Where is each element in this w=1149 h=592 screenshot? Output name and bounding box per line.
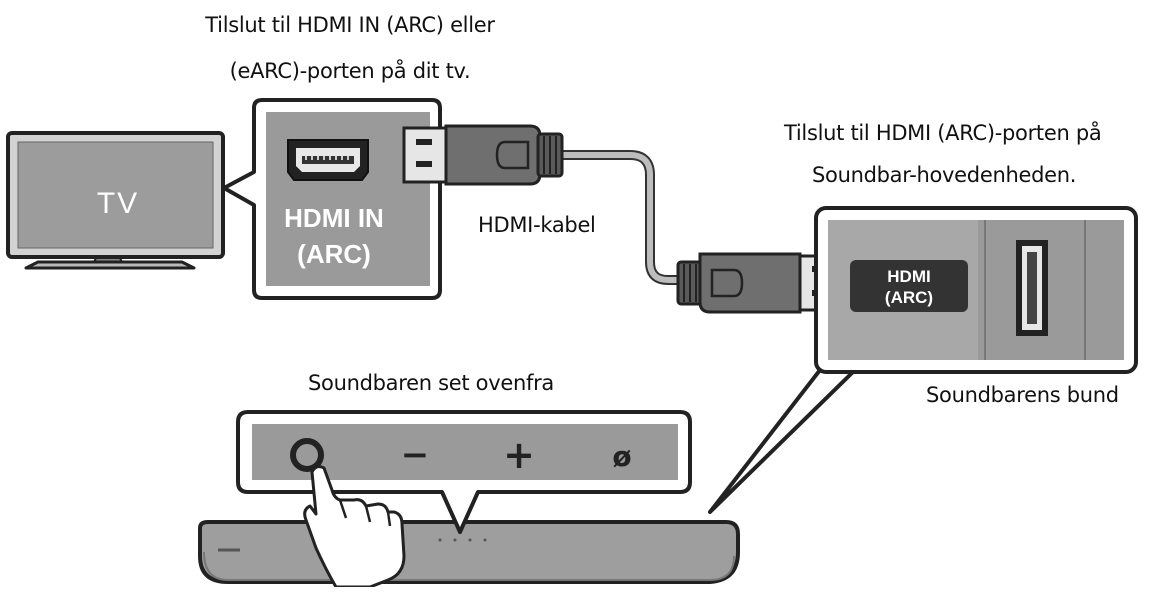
top-view-caption: Soundbaren set ovenfra [308,371,554,395]
soundbar-port-caption-line1: Tilslut til HDMI (ARC)-porten på [784,121,1102,145]
soundbar-bottom-callout: HDMI (ARC) [708,206,1138,514]
tv-icon: TV [6,131,225,270]
soundbar-port-caption-line2: Soundbar-hovedenheden. [812,163,1077,187]
mic-button[interactable]: ø [612,440,631,473]
tv-port-caption-line2: (eARC)-porten på dit tv. [229,59,471,83]
hdmi-port-icon [287,139,369,181]
volume-up-button[interactable]: + [503,433,535,477]
soundbar-port-label-line2: (ARC) [885,288,933,307]
power-button-icon[interactable] [290,438,324,472]
volume-down-button[interactable]: − [401,435,430,475]
soundbar-port-label-line1: HDMI [887,267,930,286]
tv-port-label-line1: HDMI IN [284,203,384,233]
tv-port-label-line2: (ARC) [297,239,371,269]
tv-port-caption-line1: Tilslut til HDMI IN (ARC) eller [205,13,495,37]
hand-icon [303,465,406,589]
tv-hdmi-callout: HDMI IN (ARC) [222,98,442,300]
bottom-view-caption: Soundbarens bund [926,383,1119,407]
soundbar-icon [198,520,740,584]
hdmi-port-icon [1016,240,1048,336]
cable-caption: HDMI-kabel [478,213,596,237]
hdmi-connector-icon [402,124,564,186]
tv-label: TV [97,187,139,220]
hdmi-cable [555,150,695,285]
